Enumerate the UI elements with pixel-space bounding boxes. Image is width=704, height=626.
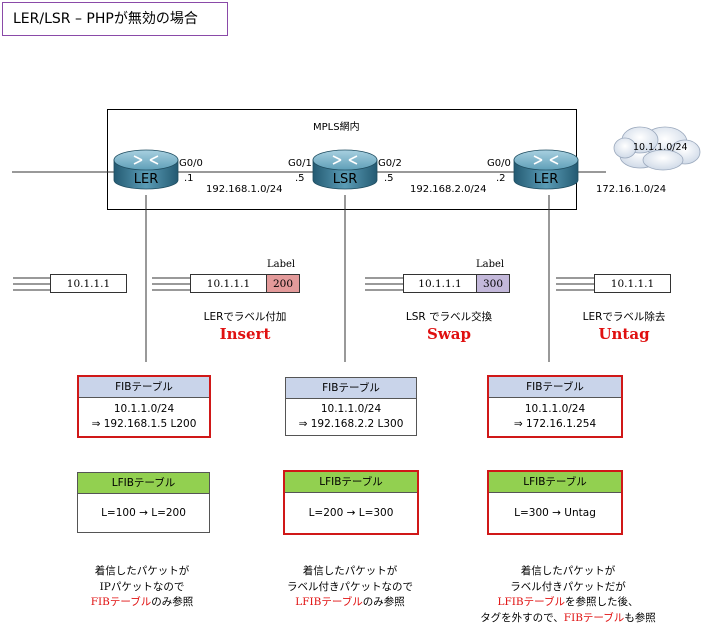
packet-ip: 10.1.1.1 [403,274,477,293]
note-line: FIBテーブルのみ参照 [22,595,262,611]
note-ler-left: 着信したパケットが IPパケットなので FIBテーブルのみ参照 [22,564,262,611]
operation-desc: LSR でラベル交換 [349,309,549,324]
lfib-table-header: LFIBテーブル [78,473,209,494]
fib-entry-prefix: 10.1.1.0/24 [79,402,209,417]
fib-entry-nexthop: ⇒ 192.168.1.5 L200 [79,417,209,432]
lfib-entry: L=200 → L=300 [285,493,417,533]
subnet-label: 192.168.2.0/24 [410,184,487,195]
if-ler2-name: G0/0 [487,158,511,169]
note-text: を参照した後、 [565,596,639,608]
packet-label-300: 300 [476,274,510,293]
packet-ip: 10.1.1.1 [190,274,267,293]
note-text: のみ参照 [151,596,193,608]
subnet-label: 172.16.1.0/24 [596,184,666,195]
subnet-label: 192.168.1.0/24 [206,184,283,195]
fib-table-header: FIBテーブル [489,377,621,398]
label-caption: Label [267,259,295,270]
note-text: も参照 [624,612,656,624]
note-line: 着信したパケットが [22,564,262,580]
router-ler-left-label: LER [126,172,166,187]
fib-table-lsr: FIBテーブル 10.1.1.0/24 ⇒ 192.168.2.2 L300 [285,377,417,436]
label-caption: Label [476,259,504,270]
note-line: ラベル付きパケットだが [448,580,688,596]
if-lsr-g2-name: G0/2 [378,158,402,169]
lfib-entry: L=300 → Untag [489,493,621,533]
note-line: タグを外すので、FIBテーブルも参照 [448,611,688,626]
fib-table-ler-left: FIBテーブル 10.1.1.0/24 ⇒ 192.168.1.5 L200 [77,375,211,438]
if-ler2-ip: .2 [496,173,506,184]
lfib-table-header: LFIBテーブル [285,472,417,493]
lfib-table-header: LFIBテーブル [489,472,621,493]
note-text: タグを外すので、 [480,612,564,624]
router-ler-right-label: LER [526,172,566,187]
if-lsr-g1-ip: .5 [295,173,305,184]
packet-ip: 10.1.1.1 [594,274,671,293]
note-line: 着信したパケットが [448,564,688,580]
fib-table-header: FIBテーブル [286,378,416,399]
lfib-entry: L=100 → L=200 [78,494,209,532]
note-line: LFIBテーブルのみ参照 [230,595,470,611]
lfib-table-lsr: LFIBテーブル L=200 → L=300 [283,470,419,535]
operation-untag: Untag [564,325,684,343]
note-lsr: 着信したパケットが ラベル付きパケットなので LFIBテーブルのみ参照 [230,564,470,611]
operation-desc: LERでラベル付加 [145,309,345,324]
operation-insert: Insert [185,325,305,343]
note-text: のみ参照 [363,596,405,608]
router-lsr-label: LSR [325,172,365,187]
note-line: ラベル付きパケットなので [230,580,470,596]
if-ler1-ip: .1 [184,173,194,184]
note-line: LFIBテーブルを参照した後、 [448,595,688,611]
fib-table-ler-right: FIBテーブル 10.1.1.0/24 ⇒ 172.16.1.254 [487,375,623,438]
note-highlight: LFIBテーブル [498,596,566,608]
note-highlight: FIBテーブル [564,612,625,624]
packet-ip: 10.1.1.1 [50,274,127,293]
operation-swap: Swap [389,325,509,343]
note-ler-right: 着信したパケットが ラベル付きパケットだが LFIBテーブルを参照した後、 タグ… [448,564,688,626]
note-highlight: FIBテーブル [91,596,152,608]
fib-table-header: FIBテーブル [79,377,209,398]
if-ler1-name: G0/0 [179,158,203,169]
if-lsr-g1-name: G0/1 [288,158,312,169]
note-line: IPパケットなので [22,580,262,596]
packet-label-200: 200 [266,274,300,293]
lfib-table-ler-left: LFIBテーブル L=100 → L=200 [77,472,210,533]
operation-desc: LERでラベル除去 [524,309,704,324]
fib-entry-nexthop: ⇒ 192.168.2.2 L300 [286,417,416,432]
fib-entry-prefix: 10.1.1.0/24 [286,402,416,417]
lfib-table-ler-right: LFIBテーブル L=300 → Untag [487,470,623,535]
fib-entry-nexthop: ⇒ 172.16.1.254 [489,417,621,432]
fib-entry-prefix: 10.1.1.0/24 [489,402,621,417]
note-highlight: LFIBテーブル [295,596,363,608]
note-line: 着信したパケットが [230,564,470,580]
if-lsr-g2-ip: .5 [384,173,394,184]
